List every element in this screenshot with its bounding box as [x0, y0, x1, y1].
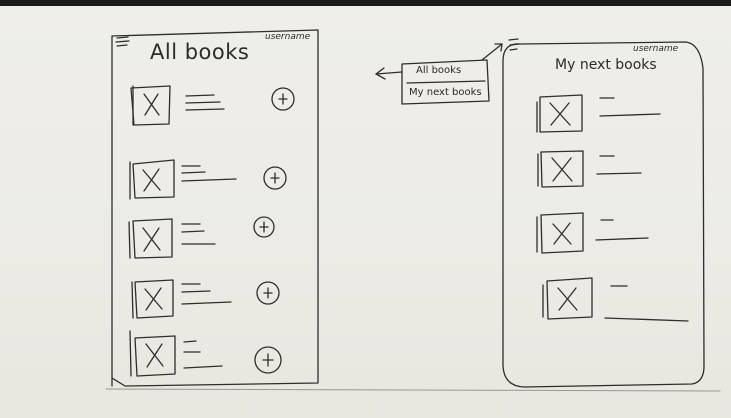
hamburger-menu-icon[interactable] [115, 36, 130, 47]
image-placeholder-x-icon [131, 279, 174, 319]
book-row[interactable] [131, 279, 280, 319]
book-row[interactable] [536, 212, 649, 254]
book-row[interactable] [542, 277, 689, 322]
book-row[interactable] [537, 150, 642, 188]
book-row[interactable] [130, 85, 295, 126]
my-next-books-screen [502, 41, 705, 388]
image-placeholder-x-icon [536, 212, 584, 254]
paper-sheet: All books username All books My next boo… [0, 6, 731, 418]
username-label[interactable]: username [633, 44, 679, 54]
page-title: All books [150, 40, 250, 64]
book-text-lines [181, 283, 232, 305]
plus-circle-icon[interactable] [256, 281, 280, 305]
page-title: My next books [555, 57, 657, 73]
image-placeholder-x-icon [130, 85, 171, 126]
username-label[interactable]: username [265, 32, 311, 42]
book-text-lines [596, 155, 642, 175]
book-text-lines [599, 97, 661, 117]
plus-circle-icon[interactable] [263, 166, 287, 190]
left-arrow-icon[interactable] [375, 67, 403, 80]
top-border [0, 0, 731, 6]
nav-menu-sketch [375, 38, 520, 105]
menu-item-all-books[interactable]: All books [416, 65, 462, 76]
image-placeholder-x-icon [129, 159, 175, 200]
menu-item-my-next-books[interactable]: My next books [409, 87, 482, 98]
phone-frame-left [111, 29, 319, 387]
plus-circle-icon[interactable] [254, 346, 282, 374]
image-placeholder-x-icon [537, 150, 584, 188]
menu-box [401, 59, 490, 105]
phone-frame-right [502, 41, 705, 388]
image-placeholder-x-icon [536, 94, 583, 133]
wireframe-sketch [105, 29, 721, 392]
book-row[interactable] [129, 330, 282, 377]
book-row[interactable] [129, 159, 287, 200]
paper-edge-line [105, 388, 721, 392]
book-text-lines [604, 285, 689, 322]
book-text-lines [181, 223, 216, 245]
image-placeholder-x-icon [128, 218, 173, 259]
book-text-lines [185, 94, 225, 111]
book-row[interactable] [536, 94, 661, 133]
image-placeholder-x-icon [542, 277, 593, 320]
plus-circle-icon[interactable] [253, 216, 275, 238]
book-text-lines [183, 340, 223, 369]
book-row[interactable] [128, 216, 275, 259]
book-text-lines [595, 219, 649, 241]
all-books-screen [111, 29, 319, 387]
book-text-lines [181, 165, 237, 182]
plus-circle-icon[interactable] [271, 87, 295, 111]
image-placeholder-x-icon [129, 330, 176, 377]
